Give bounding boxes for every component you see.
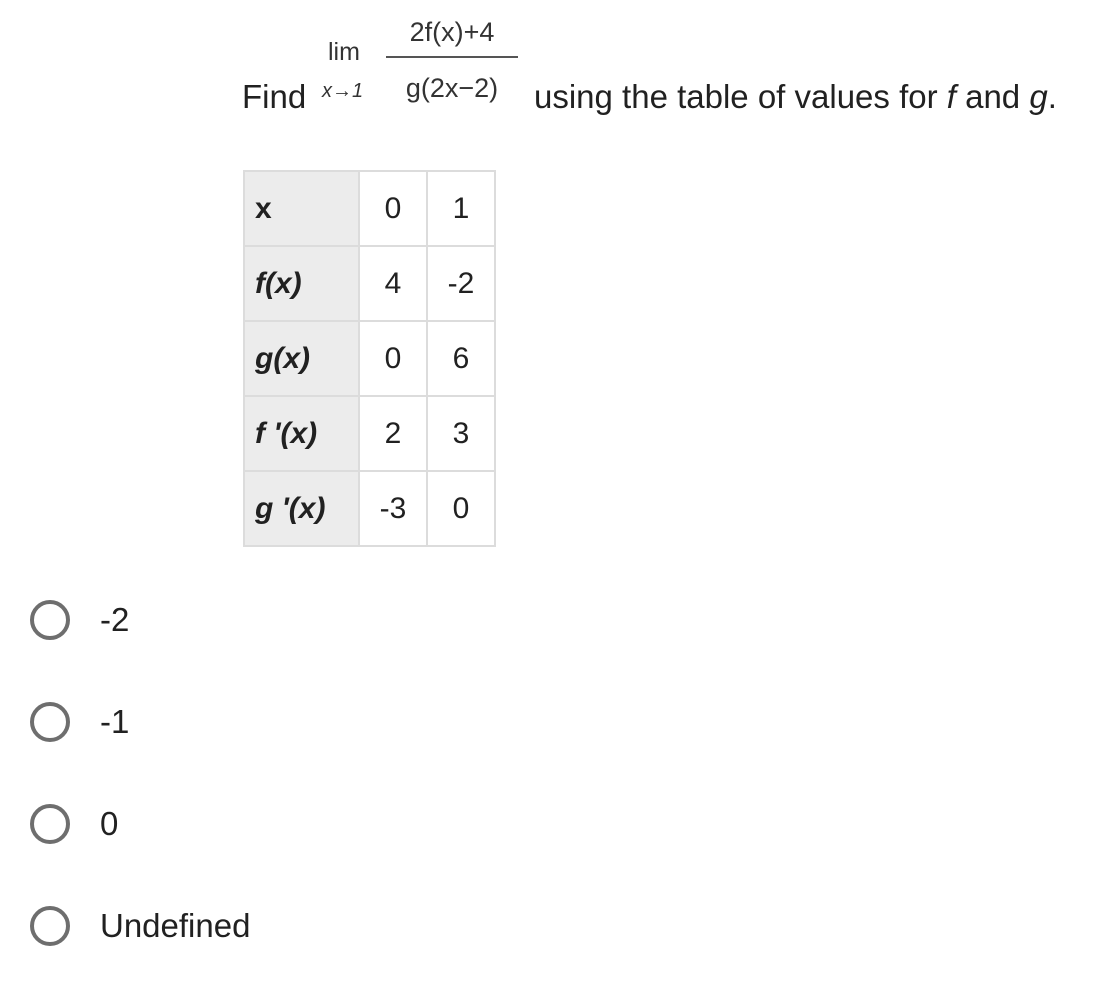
question-prompt: Find lim x→1 2f(x)+4 g(2x−2) using the t… [242,14,1108,124]
radio-button[interactable] [30,600,70,640]
limit-expression: lim x→1 2f(x)+4 g(2x−2) [322,14,522,114]
table-cell: 0 [358,320,428,397]
radio-button[interactable] [30,702,70,742]
table-cell: 3 [426,395,496,472]
values-table: x 0 1 f(x) 4 -2 g(x) 0 6 f '(x) 2 3 g '(… [243,170,496,547]
fraction-denominator: g(2x−2) [405,73,499,103]
limit-operator: lim [328,38,360,66]
answer-option-label[interactable]: 0 [100,805,119,842]
table-row: g(x) 0 6 [243,320,496,397]
question-instruction: using the table of values for f and g. [534,77,1057,117]
instruction-text-3: . [1047,78,1057,115]
table-row: f(x) 4 -2 [243,245,496,322]
answer-option-label[interactable]: -1 [100,703,130,740]
row-label-fprime: f '(x) [243,395,360,472]
table-cell: 0 [426,470,496,547]
table-header-x0: 0 [358,170,428,247]
row-label-gprime: g '(x) [243,470,360,547]
instruction-text-2: and [955,78,1030,115]
radio-button[interactable] [30,906,70,946]
table-cell: -2 [426,245,496,322]
instruction-text-1: using the table of values for [534,78,947,115]
answer-option-label[interactable]: -2 [100,601,130,638]
fraction-bar [386,56,518,58]
table-row: g '(x) -3 0 [243,470,496,547]
question-find-text: Find [242,78,307,115]
answer-option[interactable]: -1 [30,698,430,754]
table-cell: 6 [426,320,496,397]
row-label-fx: f(x) [243,245,360,322]
row-label-gx: g(x) [243,320,360,397]
answer-option-label[interactable]: Undefined [100,907,251,944]
table-cell: 2 [358,395,428,472]
limit-approach: x→1 [322,80,364,102]
table-header-row: x 0 1 [243,170,496,247]
table-row: f '(x) 2 3 [243,395,496,472]
table-header-x1: 1 [426,170,496,247]
fraction-numerator: 2f(x)+4 [409,17,495,47]
function-f-name: f [946,78,956,115]
table-header-label: x [243,170,360,247]
function-g-name: g [1029,78,1048,115]
answer-option[interactable]: Undefined [30,902,430,958]
radio-button[interactable] [30,804,70,844]
answer-option[interactable]: 0 [30,800,430,856]
table-cell: 4 [358,245,428,322]
answer-option[interactable]: -2 [30,596,430,652]
table-cell: -3 [358,470,428,547]
